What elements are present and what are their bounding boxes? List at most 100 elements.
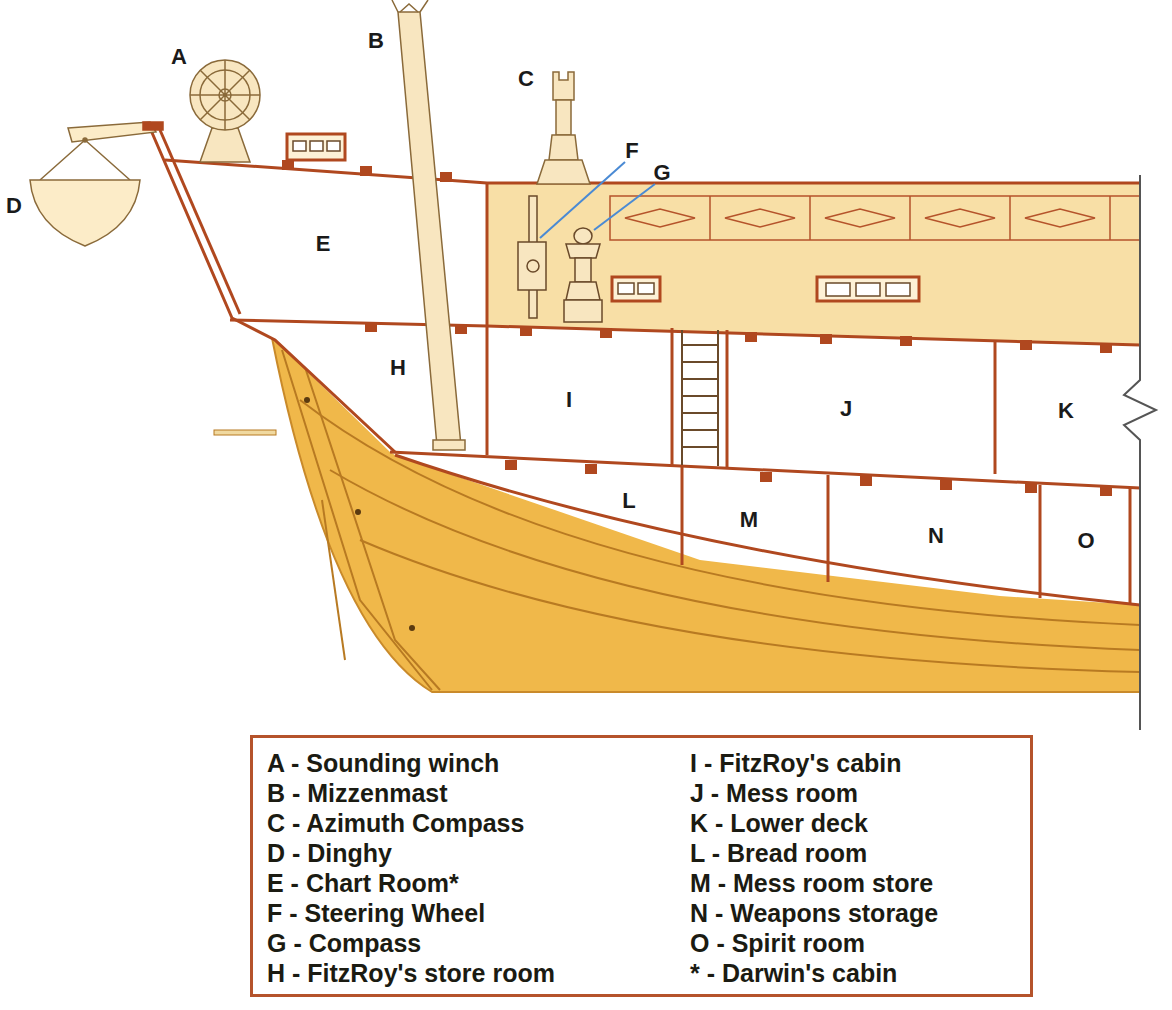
- steering-wheel: [527, 260, 539, 272]
- deck-beam: [820, 334, 832, 344]
- deck-line: [671, 328, 674, 467]
- key-entry: J - Mess room: [690, 778, 858, 808]
- deck-beam: [1025, 483, 1037, 493]
- callout-letter: L: [622, 490, 635, 512]
- upper-deck: [909, 196, 911, 240]
- compass: [574, 228, 592, 244]
- ladder: [682, 412, 718, 414]
- deck-beam: [282, 160, 1112, 496]
- key-entry: E - Chart Room*: [267, 868, 459, 898]
- key-entry: F - Steering Wheel: [267, 898, 485, 928]
- key-entry: K - Lower deck: [690, 808, 868, 838]
- upper-deck: [625, 209, 695, 227]
- deck-line: [150, 128, 395, 452]
- upper-deck: [1025, 209, 1095, 227]
- deck-beam: [585, 464, 597, 474]
- deck-line: [390, 452, 1140, 488]
- skylight-pane: [826, 283, 850, 296]
- deck-beam: [760, 472, 772, 482]
- azimuth-compass: [549, 135, 578, 160]
- hull: [214, 430, 276, 435]
- compass: [575, 258, 591, 282]
- skylight: [287, 134, 919, 301]
- compartments: [390, 452, 1140, 605]
- deck-line: [1039, 485, 1042, 598]
- upper-deck: [610, 196, 1140, 240]
- dinghy: [30, 180, 140, 246]
- key-entry: B - Mizzenmast: [267, 778, 448, 808]
- skylight-pane: [886, 283, 910, 296]
- deck-beam: [745, 332, 757, 342]
- hull: [304, 397, 310, 403]
- key-entry: * - Darwin's cabin: [690, 958, 897, 988]
- deck-line: [486, 183, 489, 455]
- callout-letter: I: [566, 389, 572, 411]
- hull: [322, 500, 345, 660]
- hull: [409, 625, 415, 631]
- key-entry: C - Azimuth Compass: [267, 808, 524, 838]
- dinghy: [143, 122, 163, 130]
- upper-deck: [487, 183, 1140, 345]
- deck-beam: [940, 480, 952, 490]
- ladder: [682, 429, 718, 431]
- upper-deck: [725, 209, 795, 227]
- leader-line: [594, 184, 655, 230]
- callout-letter: H: [390, 357, 406, 379]
- dinghy: [30, 122, 163, 246]
- callout-letter: E: [316, 233, 331, 255]
- key-entry: O - Spirit room: [690, 928, 865, 958]
- deck-line: [230, 320, 1140, 345]
- deck-line: [726, 330, 729, 468]
- skylight-pane: [293, 141, 910, 296]
- ladder: [682, 378, 718, 380]
- compass: [564, 228, 602, 322]
- leader-line: [540, 162, 655, 238]
- deck-line: [150, 128, 1140, 605]
- key-entry: L - Bread room: [690, 838, 867, 868]
- sounding-winch: [190, 60, 260, 130]
- deck-line: [681, 465, 684, 565]
- deck-beam: [900, 336, 912, 346]
- section-edge: [1124, 175, 1156, 730]
- deck-line: [165, 160, 1140, 183]
- sounding-winch: [200, 128, 250, 162]
- ladder: [682, 395, 718, 397]
- skylight-pane: [310, 141, 323, 151]
- key-entry: N - Weapons storage: [690, 898, 938, 928]
- deck-beam: [455, 324, 467, 334]
- azimuth-compass: [556, 100, 571, 135]
- upper-deck: [1109, 196, 1111, 240]
- deck-beam: [365, 322, 377, 332]
- dinghy: [83, 138, 87, 142]
- mizzenmast: [398, 12, 461, 446]
- ladder: [682, 446, 718, 448]
- ladder: [682, 330, 718, 466]
- ladder: [682, 361, 718, 363]
- deck-line: [994, 340, 997, 474]
- deck-beam: [440, 172, 452, 182]
- mizzenmast: [433, 440, 465, 450]
- deck-beam: [600, 328, 612, 338]
- sounding-winch: [190, 60, 260, 130]
- callout-letter: J: [840, 398, 852, 420]
- callout-letter: A: [171, 46, 187, 68]
- deck-beam: [1020, 340, 1032, 350]
- sounding-winch: [190, 60, 260, 162]
- callout-letter: K: [1058, 400, 1074, 422]
- compartments: [160, 160, 1140, 605]
- compass: [566, 244, 600, 258]
- callout-letter: D: [6, 195, 22, 217]
- steering-wheel: [518, 242, 546, 290]
- azimuth-compass: [537, 72, 590, 184]
- dinghy: [40, 140, 130, 180]
- skylight: [612, 277, 660, 301]
- callout-letter: M: [740, 509, 758, 531]
- compass: [566, 282, 600, 300]
- callout-letter: O: [1077, 530, 1094, 552]
- deck-beam: [505, 460, 517, 470]
- upper-deck: [925, 209, 995, 227]
- upper-deck: [809, 196, 811, 240]
- deck-line: [1129, 488, 1132, 604]
- mizzenmast: [392, 0, 428, 12]
